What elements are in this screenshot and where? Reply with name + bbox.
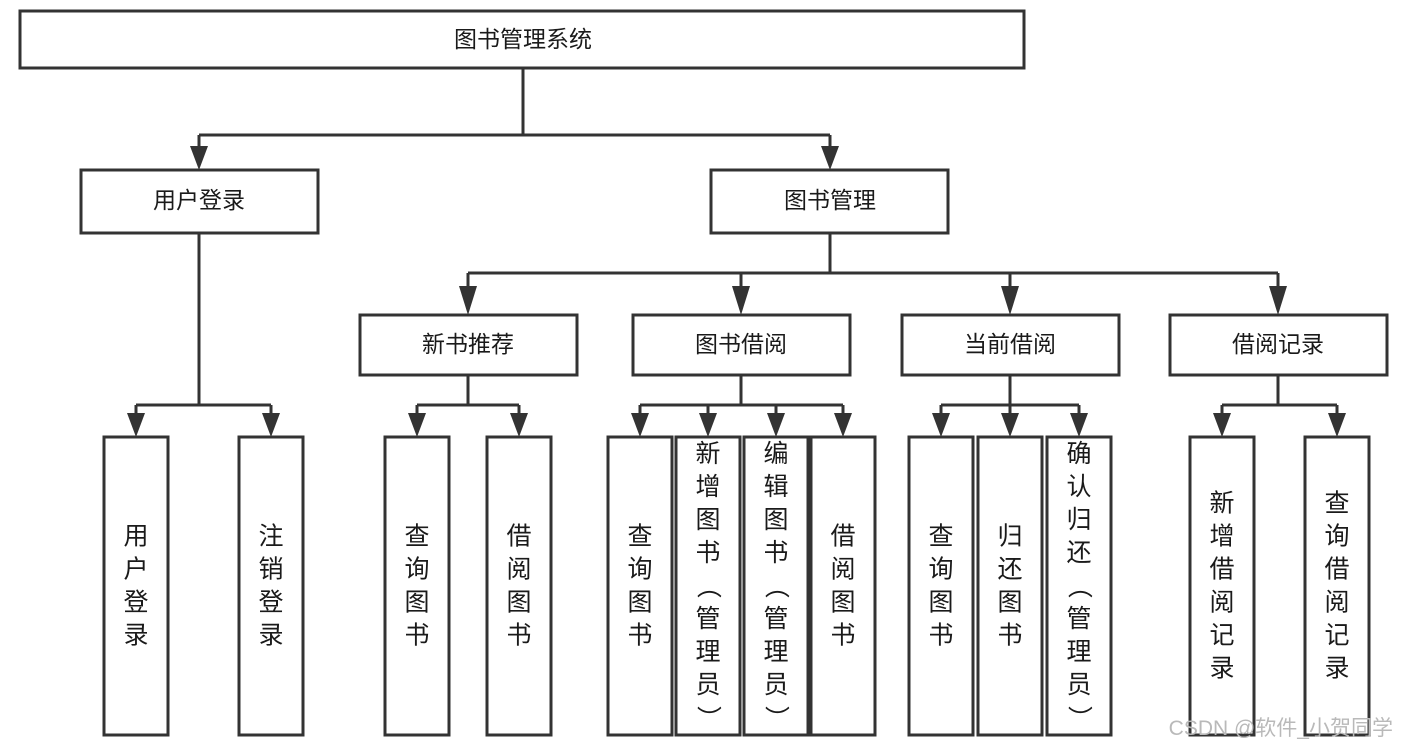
node-current-borrow-box[interactable] xyxy=(900,313,1121,377)
node-leaf-edit-book-label: 编辑图书管理员 xyxy=(763,440,788,699)
node-leaf-query-book-2-box[interactable] xyxy=(606,435,674,737)
connector-layer xyxy=(127,68,1346,437)
node-leaf-query-record[interactable]: 查询借阅记录 xyxy=(1303,435,1371,737)
node-book-borrow[interactable]: 图书借阅 xyxy=(631,313,852,377)
arrow-cb-leaf-1 xyxy=(932,413,950,437)
node-leaf-query-book-1[interactable]: 查询图书 xyxy=(383,435,451,737)
node-book-borrow-box[interactable] xyxy=(631,313,852,377)
node-leaf-query-record-label: 查询借阅记录 xyxy=(1324,490,1349,683)
node-leaf-borrow-book-2-box[interactable] xyxy=(809,435,877,737)
arrow-bm-to-current-borrow xyxy=(1001,286,1019,315)
node-leaf-user-login-box[interactable] xyxy=(102,435,170,737)
node-user-login-box[interactable] xyxy=(79,168,320,235)
node-new-book-recommend-label: 新书推荐 xyxy=(422,331,514,357)
arrow-root-to-user-login xyxy=(190,146,208,170)
node-leaf-borrow-book-2-label: 借阅图书 xyxy=(830,523,855,650)
node-leaf-logout[interactable]: 注销登录 xyxy=(237,435,305,737)
node-leaf-return-book[interactable]: 归还图书 xyxy=(976,435,1044,737)
node-leaf-query-book-3-box[interactable] xyxy=(907,435,975,737)
arrow-root-to-book-management xyxy=(821,146,839,170)
arrow-bb-leaf-3 xyxy=(767,413,785,437)
node-leaf-logout-box[interactable] xyxy=(237,435,305,737)
node-new-book-recommend[interactable]: 新书推荐 xyxy=(358,313,579,377)
node-borrow-record-box[interactable] xyxy=(1168,313,1389,377)
node-current-borrow[interactable]: 当前借阅 xyxy=(900,313,1121,377)
node-leaf-add-record[interactable]: 新增借阅记录 xyxy=(1188,435,1256,737)
node-leaf-user-login[interactable]: 用户登录 xyxy=(102,435,170,737)
arrow-bm-to-borrow-record xyxy=(1269,286,1287,315)
node-leaf-return-book-box[interactable] xyxy=(976,435,1044,737)
arrow-bm-to-new-book-recommend xyxy=(459,286,477,315)
node-book-borrow-label: 图书借阅 xyxy=(695,331,787,357)
node-user-login-label: 用户登录 xyxy=(153,187,245,213)
node-leaf-add-book[interactable]: 新增图书管理员 （ ） xyxy=(674,435,742,737)
node-book-management-label: 图书管理 xyxy=(784,187,876,213)
node-leaf-edit-book-box[interactable] xyxy=(742,435,810,737)
node-leaf-add-record-label: 新增借阅记录 xyxy=(1209,490,1234,683)
node-leaf-borrow-book-1[interactable]: 借阅图书 xyxy=(485,435,553,737)
svg-text:）: ） xyxy=(694,705,722,730)
node-leaf-borrow-book-2[interactable]: 借阅图书 xyxy=(809,435,877,737)
arrow-br-leaf-2 xyxy=(1328,413,1346,437)
arrow-nbr-leaf-1 xyxy=(408,413,426,437)
node-leaf-query-book-2-label: 查询图书 xyxy=(627,523,652,650)
node-leaf-query-book-1-label: 查询图书 xyxy=(404,523,429,650)
node-leaf-query-record-box[interactable] xyxy=(1303,435,1371,737)
arrow-cb-leaf-2 xyxy=(1001,413,1019,437)
arrow-nbr-leaf-2 xyxy=(510,413,528,437)
node-book-management[interactable]: 图书管理 xyxy=(709,168,950,235)
node-leaf-add-book-label: 新增图书管理员 xyxy=(695,440,720,699)
node-leaf-add-book-box[interactable] xyxy=(674,435,742,737)
arrow-cb-leaf-3 xyxy=(1070,413,1088,437)
node-leaf-borrow-book-1-label: 借阅图书 xyxy=(506,523,531,650)
node-leaf-query-book-1-box[interactable] xyxy=(383,435,451,737)
node-new-book-recommend-box[interactable] xyxy=(358,313,579,377)
arrow-br-leaf-1 xyxy=(1213,413,1231,437)
node-borrow-record-label: 借阅记录 xyxy=(1232,331,1324,357)
node-leaf-confirm-return[interactable]: 确认归还管理员 （ ） xyxy=(1045,435,1113,737)
node-leaf-edit-book[interactable]: 编辑图书管理员 （ ） xyxy=(742,435,810,737)
arrow-bm-to-book-borrow xyxy=(732,286,750,315)
node-leaf-return-book-label: 归还图书 xyxy=(997,523,1022,650)
arrow-bb-leaf-2 xyxy=(699,413,717,437)
arrow-bb-leaf-4 xyxy=(834,413,852,437)
node-leaf-confirm-return-box[interactable] xyxy=(1045,435,1113,737)
node-leaf-confirm-return-label: 确认归还管理员 xyxy=(1066,440,1091,699)
arrow-user-login-leaf-2 xyxy=(262,413,280,437)
svg-text:（: （ xyxy=(694,573,722,598)
node-leaf-borrow-book-1-box[interactable] xyxy=(485,435,553,737)
node-leaf-query-book-3[interactable]: 查询图书 xyxy=(907,435,975,737)
node-root-label: 图书管理系统 xyxy=(454,26,592,52)
svg-text:（: （ xyxy=(1065,573,1093,598)
node-user-login[interactable]: 用户登录 xyxy=(79,168,320,235)
arrow-bb-leaf-1 xyxy=(631,413,649,437)
csdn-watermark: CSDN @软件_小贺同学 xyxy=(1169,717,1393,740)
svg-text:）: ） xyxy=(1065,705,1093,730)
node-current-borrow-label: 当前借阅 xyxy=(964,331,1056,357)
node-borrow-record[interactable]: 借阅记录 xyxy=(1168,313,1389,377)
svg-text:）: ） xyxy=(762,705,790,730)
node-leaf-user-login-label: 用户登录 xyxy=(123,523,148,650)
node-leaf-query-book-3-label: 查询图书 xyxy=(928,523,953,650)
node-leaf-query-book-2[interactable]: 查询图书 xyxy=(606,435,674,737)
svg-text:（: （ xyxy=(762,573,790,598)
node-root-box[interactable] xyxy=(18,9,1026,70)
arrow-user-login-leaf-1 xyxy=(127,413,145,437)
node-leaf-add-record-box[interactable] xyxy=(1188,435,1256,737)
node-leaf-logout-label: 注销登录 xyxy=(258,523,283,650)
node-book-management-box[interactable] xyxy=(709,168,950,235)
node-root[interactable]: 图书管理系统 xyxy=(18,9,1026,70)
